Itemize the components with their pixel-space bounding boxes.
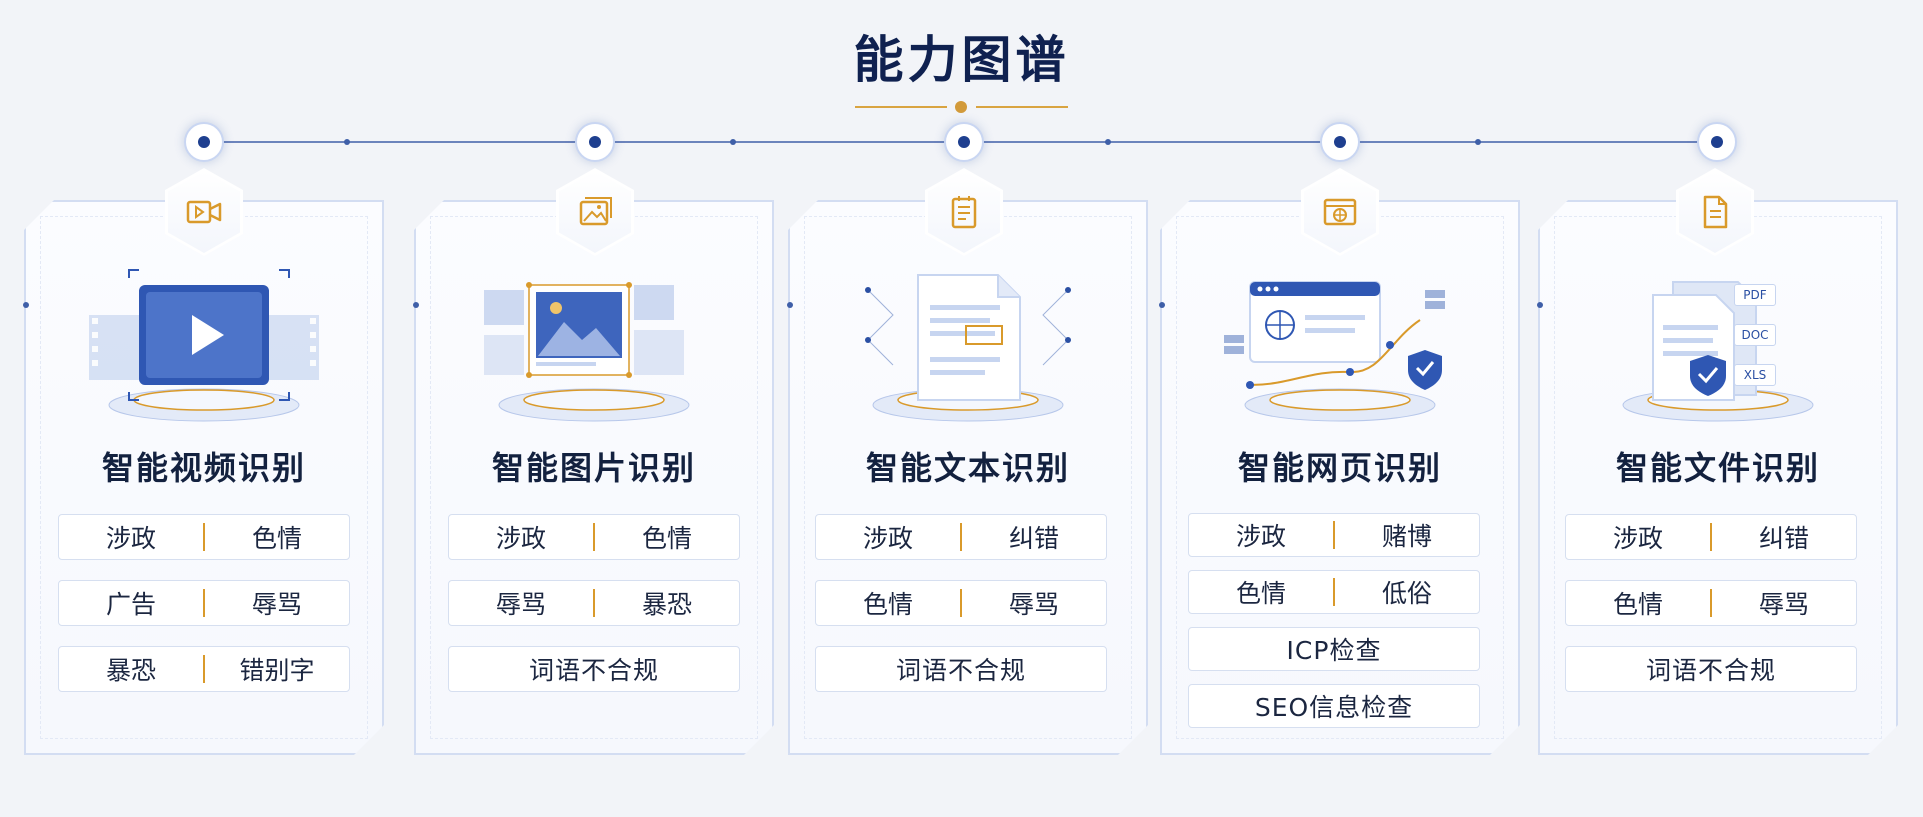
tag-label: 色情 [1612, 590, 1663, 619]
tag-row: 辱骂 暴恐 [448, 580, 740, 626]
tag-label: 低俗 [1381, 579, 1432, 608]
tag-row: 词语不合规 [1565, 646, 1857, 692]
tag-label: 辱骂 [1758, 590, 1809, 619]
timeline-dot [1475, 139, 1481, 145]
timeline-dot [730, 139, 736, 145]
ornament-dot [955, 101, 967, 113]
card-title: 智能文本识别 [865, 449, 1070, 487]
card-icon-badge [556, 168, 634, 256]
tag-row: 涉政 色情 [448, 514, 740, 560]
file-icon [1703, 195, 1728, 229]
card-icon-badge [165, 168, 243, 256]
video-illustration [84, 260, 324, 430]
tag-row: 词语不合规 [448, 646, 740, 692]
tag-row: 广告 辱骂 [58, 580, 350, 626]
tag-label: 辱骂 [1008, 590, 1059, 619]
tag-label: 词语不合规 [1645, 656, 1776, 685]
tag-label: 词语不合规 [895, 656, 1026, 685]
timeline-dot [1105, 139, 1111, 145]
tag-row: 涉政 纠错 [1565, 514, 1857, 560]
timeline-node [1697, 122, 1737, 162]
timeline-node [575, 122, 615, 162]
image-illustration [474, 260, 714, 430]
file-badge-doc: DOC [1734, 324, 1776, 346]
tag-label: SEO信息检查 [1254, 693, 1414, 722]
tag-row: SEO信息检查 [1188, 684, 1480, 728]
tag-label: 色情 [1235, 579, 1286, 608]
timeline-node [184, 122, 224, 162]
tag-row: 色情 低俗 [1188, 570, 1480, 614]
tag-separator [203, 589, 205, 617]
tag-row: 色情 辱骂 [1565, 580, 1857, 626]
page-title: 能力图谱 [853, 31, 1070, 89]
tag-row: 词语不合规 [815, 646, 1107, 692]
tag-label: 涉政 [1612, 524, 1663, 553]
tag-separator [1333, 521, 1335, 549]
ornament-line-left [855, 106, 947, 108]
card-title: 智能视频识别 [101, 449, 306, 487]
tag-separator [1710, 589, 1712, 617]
file-badge-xls: XLS [1734, 364, 1776, 386]
tag-separator [960, 523, 962, 551]
tag-label: 赌博 [1381, 522, 1432, 551]
timeline-node [1320, 122, 1360, 162]
text-document-icon [951, 196, 977, 229]
tag-label: 错别字 [239, 656, 315, 685]
tag-row: 暴恐 错别字 [58, 646, 350, 692]
edge-dot [787, 302, 793, 308]
webpage-icon [1323, 198, 1357, 226]
title-ornament [855, 100, 1068, 114]
tag-separator [960, 589, 962, 617]
tag-label: 涉政 [105, 524, 156, 553]
tag-label: 涉政 [1235, 522, 1286, 551]
tag-label: 辱骂 [495, 590, 546, 619]
webpage-illustration [1220, 260, 1460, 430]
file-illustration [1598, 260, 1838, 430]
card-title: 智能图片识别 [491, 449, 696, 487]
tag-label: 广告 [105, 590, 156, 619]
text-illustration [848, 260, 1088, 430]
card-icon-badge [1676, 168, 1754, 256]
timeline-node [944, 122, 984, 162]
tag-separator [1333, 578, 1335, 606]
tag-row: 涉政 赌博 [1188, 513, 1480, 557]
tag-label: 暴恐 [641, 590, 692, 619]
tag-label: 涉政 [495, 524, 546, 553]
card-icon-badge [925, 168, 1003, 256]
tag-label: 色情 [251, 524, 302, 553]
tag-separator [593, 589, 595, 617]
video-icon [186, 200, 222, 224]
tag-label: ICP检查 [1286, 636, 1382, 665]
tag-row: 色情 辱骂 [815, 580, 1107, 626]
tag-label: 暴恐 [105, 656, 156, 685]
tag-separator [1710, 523, 1712, 551]
tag-row: 涉政 纠错 [815, 514, 1107, 560]
timeline-dot [344, 139, 350, 145]
tag-separator [593, 523, 595, 551]
tag-row: ICP检查 [1188, 627, 1480, 671]
card-icon-badge [1301, 168, 1379, 256]
tag-label: 词语不合规 [528, 656, 659, 685]
edge-dot [23, 302, 29, 308]
tag-label: 色情 [641, 524, 692, 553]
tag-label: 辱骂 [251, 590, 302, 619]
card-title: 智能文件识别 [1615, 449, 1820, 487]
edge-dot [413, 302, 419, 308]
image-icon [579, 197, 612, 226]
tag-label: 色情 [862, 590, 913, 619]
tag-row: 涉政 色情 [58, 514, 350, 560]
tag-label: 纠错 [1008, 524, 1059, 553]
tag-separator [203, 523, 205, 551]
edge-dot [1537, 302, 1543, 308]
tag-separator [203, 655, 205, 683]
tag-label: 涉政 [862, 524, 913, 553]
card-title: 智能网页识别 [1237, 449, 1442, 487]
ornament-line-right [976, 106, 1068, 108]
tag-label: 纠错 [1758, 524, 1809, 553]
file-badge-pdf: PDF [1734, 284, 1776, 306]
edge-dot [1159, 302, 1165, 308]
